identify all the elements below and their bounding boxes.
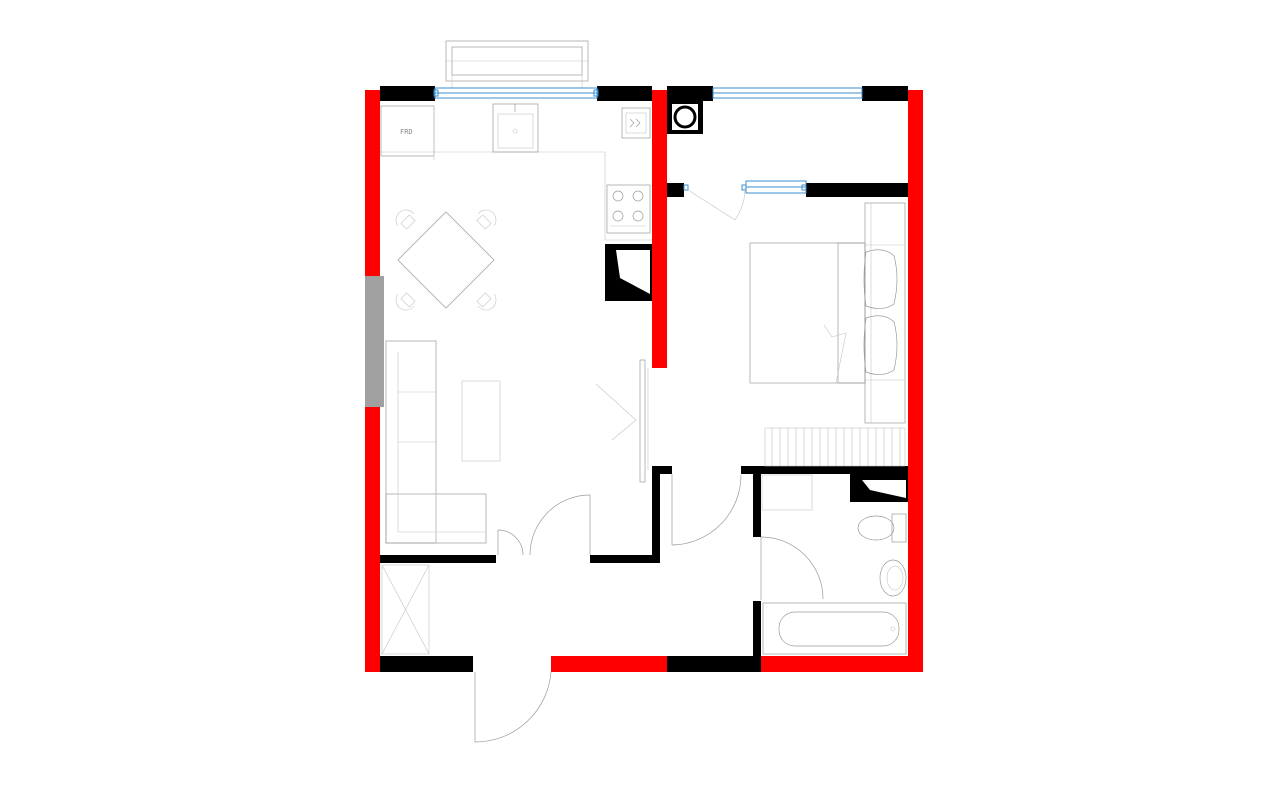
central-wall-lower: [652, 466, 660, 560]
dining-table-icon: [395, 209, 497, 311]
ventilation-shaft-icon: [672, 104, 698, 130]
kitchen-counter: [380, 151, 652, 241]
coffee-table-icon: [461, 380, 501, 462]
west-wall-lower: [365, 407, 380, 672]
washbasin-icon: [879, 559, 907, 597]
south-wall-center: [667, 656, 761, 672]
north-pier-3: [667, 86, 713, 101]
washbasin-icon: [761, 474, 813, 511]
sofa-icon: [385, 340, 487, 544]
partition-walls: [380, 86, 908, 672]
fridge-icon: FRD: [380, 105, 435, 160]
window-icon: [712, 87, 863, 99]
door-swing-icon: [760, 536, 824, 600]
entrance-door-swing-icon: [474, 671, 552, 743]
north-pier-1: [380, 86, 435, 101]
tv-cabinet-icon: [595, 359, 649, 483]
west-wall-upper: [365, 90, 380, 276]
shaft-block-right: [698, 100, 703, 134]
window-icon: [433, 87, 599, 99]
central-wall: [652, 90, 667, 368]
corridor-left-wall: [380, 555, 496, 563]
south-wall-bath: [761, 656, 923, 672]
door-swing-icon: [497, 529, 524, 556]
south-wall-left: [380, 656, 473, 672]
stove-icon: [606, 184, 651, 234]
west-wall-opening: [365, 276, 384, 407]
corridor-mid-wall: [590, 555, 660, 563]
bathtub-icon: [762, 602, 907, 655]
north-pier-2: [597, 86, 652, 101]
bedroom-north-wall-stub: [667, 183, 684, 197]
south-wall-middle: [551, 656, 667, 672]
fridge-label: FRD: [400, 128, 413, 136]
north-pier-4: [862, 86, 908, 101]
bath-column-block: [850, 474, 908, 502]
bath-west-wall-upper: [753, 474, 761, 537]
column-block: [605, 244, 652, 301]
bedroom-door-swing: [687, 187, 746, 221]
dishwasher-icon: [621, 107, 651, 139]
structural-walls: [365, 90, 923, 672]
bath-west-wall-lower: [753, 601, 761, 672]
east-wall: [908, 90, 923, 672]
wardrobe-icon: [864, 202, 906, 424]
toilet-icon: [857, 513, 907, 543]
bedroom-south-wall-right: [741, 466, 908, 474]
door-swing-icon: [529, 494, 591, 556]
bed-icon: [749, 242, 898, 384]
radiator-icon: [764, 427, 906, 467]
balcony-icon: [445, 40, 589, 88]
bedroom-north-wall: [806, 183, 908, 197]
central-wall-jamb: [656, 466, 672, 474]
sink-icon: [492, 103, 539, 153]
window-icon: [683, 180, 807, 194]
door-swing-icon: [671, 474, 742, 546]
hallway-closet-icon: [381, 564, 430, 655]
